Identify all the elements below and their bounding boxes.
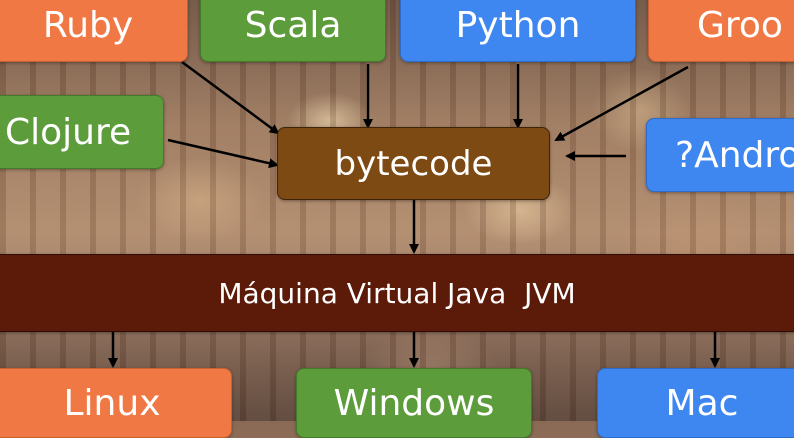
mac-label: Mac [665, 382, 739, 424]
jvm-bar: Máquina Virtual Java JVM [0, 254, 794, 332]
arrow-groovy-to-bytecode [554, 65, 689, 142]
scala-box: Scala [200, 0, 386, 62]
groovy-box: Groo [648, 0, 794, 62]
python-label: Python [455, 4, 581, 46]
arrow-ruby-to-bytecode [181, 60, 280, 135]
clojure-label: Clojure [5, 111, 132, 153]
ruby-box: Ruby [0, 0, 188, 62]
connector-arrows [108, 60, 720, 368]
python-box: Python [400, 0, 636, 62]
android-label: ?Andro [675, 134, 794, 176]
linux-label: Linux [63, 382, 161, 424]
android-box: ?Andro [646, 118, 794, 192]
bytecode-box: bytecode [277, 127, 550, 200]
clojure-box: Clojure [0, 95, 164, 169]
linux-box: Linux [0, 368, 232, 438]
ruby-label: Ruby [42, 4, 134, 46]
jvm-label: Máquina Virtual Java JVM [218, 276, 576, 310]
windows-box: Windows [296, 368, 532, 438]
bytecode-label: bytecode [334, 143, 493, 184]
scala-label: Scala [244, 4, 342, 46]
mac-box: Mac [597, 368, 794, 438]
arrow-clojure-to-bytecode [167, 138, 279, 169]
groovy-label: Groo [697, 4, 783, 46]
windows-label: Windows [333, 382, 495, 424]
